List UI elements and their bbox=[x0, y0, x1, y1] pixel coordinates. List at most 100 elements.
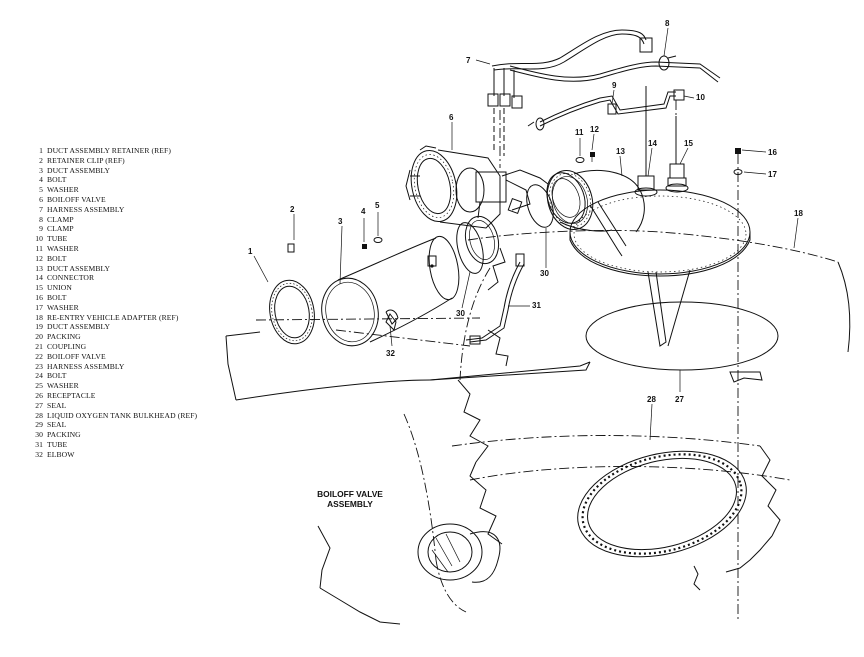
legend-item-text: RE-ENTRY VEHICLE ADAPTER (REF) bbox=[47, 312, 179, 322]
legend-item-number: 11 bbox=[35, 243, 43, 253]
legend-item-number: 31 bbox=[35, 439, 43, 449]
packing-30-lower bbox=[456, 215, 500, 274]
legend-item-number: 29 bbox=[35, 420, 43, 430]
legend-item: 10 TUBE bbox=[30, 234, 197, 244]
legend-item-number: 22 bbox=[35, 351, 43, 361]
legend-item-number: 4 bbox=[39, 175, 43, 185]
legend-item-text: WASHER bbox=[47, 243, 79, 253]
legend-item: 4 BOLT bbox=[30, 175, 197, 185]
caption-line-2: ASSEMBLY bbox=[327, 499, 373, 509]
legend-item-text: ELBOW bbox=[47, 449, 75, 459]
legend-item-text: BOILOFF VALVE bbox=[47, 351, 106, 361]
support-strut bbox=[647, 271, 667, 347]
callout-6: 6 bbox=[449, 113, 454, 122]
legend-item-number: 20 bbox=[35, 332, 43, 342]
legend-item-number: 15 bbox=[35, 283, 43, 293]
callout-28: 28 bbox=[647, 395, 656, 404]
legend-item-number: 21 bbox=[35, 341, 43, 351]
legend-item-number: 5 bbox=[39, 185, 43, 195]
legend-item-text: CLAMP bbox=[47, 224, 74, 234]
duct-coupling bbox=[546, 170, 594, 230]
legend-item-number: 13 bbox=[35, 263, 43, 273]
callout-16: 16 bbox=[768, 148, 777, 157]
legend-item-text: TUBE bbox=[47, 234, 68, 244]
callout-31: 31 bbox=[532, 301, 541, 310]
callout-27: 27 bbox=[675, 395, 684, 404]
callout-12: 12 bbox=[590, 125, 599, 134]
union-15 bbox=[665, 116, 689, 193]
callout-14: 14 bbox=[648, 139, 657, 148]
legend-item-number: 23 bbox=[35, 361, 43, 371]
legend-item-text: BOLT bbox=[47, 253, 67, 263]
callout-11: 11 bbox=[575, 128, 584, 137]
callout-7: 7 bbox=[466, 56, 471, 65]
legend-item-number: 1 bbox=[39, 146, 43, 155]
legend-item-text: BOLT bbox=[47, 371, 67, 381]
callout-2: 2 bbox=[290, 205, 295, 214]
legend-item-number: 2 bbox=[39, 155, 43, 165]
legend-item-number: 19 bbox=[35, 322, 43, 332]
legend-item: 1 DUCT ASSEMBLY RETAINER (REF) bbox=[30, 146, 197, 156]
tube-31 bbox=[465, 253, 525, 345]
legend-item-text: TUBE bbox=[47, 439, 68, 449]
legend-item-text: HARNESS ASSEMBLY bbox=[47, 361, 125, 371]
legend-item-number: 6 bbox=[39, 194, 43, 204]
legend-item: 18 RE-ENTRY VEHICLE ADAPTER (REF) bbox=[30, 313, 197, 323]
tube-10 bbox=[527, 89, 685, 131]
caption-line-1: BOILOFF VALVE bbox=[317, 489, 383, 499]
legend-item-text: BOLT bbox=[47, 175, 67, 185]
callout-labels: 1 2 3 4 5 6 7 8 9 10 11 12 13 14 15 16 1… bbox=[248, 19, 803, 404]
legend-item: 23 HARNESS ASSEMBLY bbox=[30, 362, 197, 372]
lower-port-fitting bbox=[417, 523, 501, 583]
legend-item-number: 25 bbox=[35, 381, 43, 391]
figure-caption: BOILOFF VALVE ASSEMBLY bbox=[300, 489, 400, 509]
washer-17 bbox=[733, 169, 743, 175]
legend-item-text: CLAMP bbox=[47, 214, 74, 224]
legend-item-text: BOLT bbox=[47, 292, 67, 302]
callout-3: 3 bbox=[338, 217, 343, 226]
legend-item-text: CONNECTOR bbox=[47, 273, 95, 283]
legend-item-text: BOILOFF VALVE bbox=[47, 194, 106, 204]
packing-30-upper bbox=[526, 184, 554, 228]
legend-item-text: WASHER bbox=[47, 302, 79, 312]
legend-item-number: 14 bbox=[35, 273, 43, 283]
legend-item: 24 BOLT bbox=[30, 371, 197, 381]
legend-item-number: 18 bbox=[35, 312, 43, 322]
legend-item-number: 24 bbox=[35, 371, 43, 381]
callout-1: 1 bbox=[248, 247, 253, 256]
legend-item-text: DUCT ASSEMBLY RETAINER (REF) bbox=[47, 146, 171, 155]
legend-item-number: 9 bbox=[39, 224, 43, 234]
elbow-32 bbox=[385, 313, 397, 331]
adapter-structure bbox=[225, 229, 851, 625]
duct-assembly-3 bbox=[321, 235, 460, 347]
legend-item-text: DUCT ASSEMBLY bbox=[47, 165, 111, 175]
legend-item-number: 10 bbox=[35, 234, 43, 244]
washer-11 bbox=[575, 157, 585, 163]
callout-15: 15 bbox=[684, 139, 693, 148]
duct-assembly-13-flange bbox=[569, 189, 751, 277]
callout-4: 4 bbox=[361, 207, 366, 216]
seal-27 bbox=[585, 301, 779, 371]
callout-17: 17 bbox=[768, 170, 777, 179]
bolt-4 bbox=[362, 244, 367, 249]
legend-item-text: SEAL bbox=[47, 420, 67, 430]
callout-32: 32 bbox=[386, 349, 395, 358]
callout-18: 18 bbox=[794, 209, 803, 218]
legend-item-number: 16 bbox=[35, 292, 43, 302]
bulkhead-ring bbox=[577, 450, 747, 558]
legend-item: 11 WASHER bbox=[30, 244, 197, 254]
